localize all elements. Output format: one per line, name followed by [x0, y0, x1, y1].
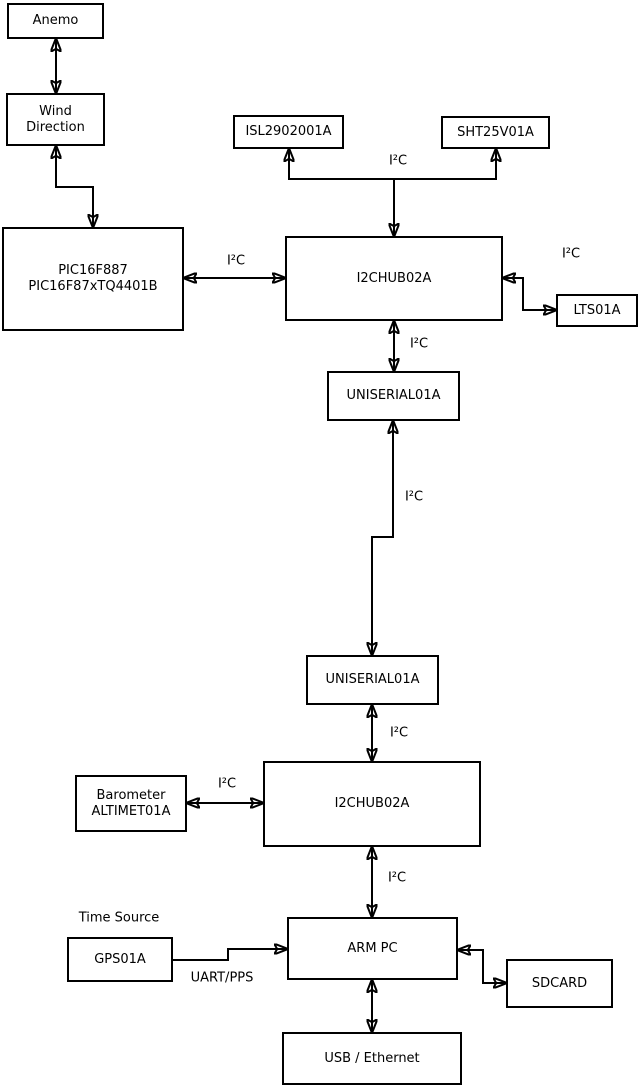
node-gps01a[interactable]: GPS01A: [67, 937, 173, 982]
edge-gps-armpc: [173, 949, 287, 961]
node-i2chub02a-bottom[interactable]: I2CHUB02A: [263, 761, 481, 847]
edge-hub1-isl: [289, 149, 394, 236]
node-isl2902001a[interactable]: ISL2902001A: [233, 115, 344, 149]
node-pic16f887-label: PIC16F887 PIC16F87xTQ4401B: [28, 263, 158, 294]
node-pic16f887[interactable]: PIC16F887 PIC16F87xTQ4401B: [2, 227, 184, 331]
node-i2chub02a-top[interactable]: I2CHUB02A: [285, 236, 503, 321]
node-anemo-label: Anemo: [32, 13, 79, 29]
edge-bus-sht: [394, 149, 496, 180]
node-i2chub02a-bottom-label: I2CHUB02A: [334, 796, 410, 812]
node-anemo[interactable]: Anemo: [7, 3, 104, 39]
node-sht25v01a-label: SHT25V01A: [457, 124, 534, 140]
edge-armpc-sdcard: [458, 950, 506, 983]
node-arm-pc-label: ARM PC: [347, 940, 398, 956]
edge-uniserial1-uniserial2: [372, 421, 393, 655]
node-usb-ethernet-label: USB / Ethernet: [324, 1050, 420, 1066]
edge-label-i2c-bus-top: I²C: [388, 153, 408, 169]
node-lts01a[interactable]: LTS01A: [556, 294, 638, 327]
edge-label-i2c-uniserial2-hub2: I²C: [389, 725, 409, 741]
node-arm-pc[interactable]: ARM PC: [287, 917, 458, 980]
edge-label-i2c-hub1-lts: I²C: [561, 246, 581, 262]
node-lts01a-label: LTS01A: [573, 302, 621, 318]
edge-label-i2c-hub2-armpc: I²C: [387, 870, 407, 886]
node-uniserial01a-upper-label: UNISERIAL01A: [346, 388, 441, 404]
node-uniserial01a-lower-label: UNISERIAL01A: [325, 672, 420, 688]
edge-label-i2c-pic-hub1: I²C: [226, 253, 246, 269]
node-usb-ethernet[interactable]: USB / Ethernet: [282, 1032, 462, 1085]
edge-wind-pic: [56, 146, 93, 227]
node-uniserial01a-lower[interactable]: UNISERIAL01A: [306, 655, 439, 705]
node-uniserial01a-upper[interactable]: UNISERIAL01A: [327, 371, 460, 421]
node-gps01a-label: GPS01A: [94, 951, 146, 967]
node-wind-direction-label: Wind Direction: [26, 103, 85, 135]
edge-label-i2c-uniserial-link: I²C: [404, 489, 424, 505]
node-wind-direction[interactable]: Wind Direction: [6, 93, 105, 146]
edge-label-uart-pps: UART/PPS: [190, 970, 254, 986]
edge-label-i2c-hub1-uniserial1: I²C: [409, 336, 429, 352]
edge-label-i2c-barometer-hub2: I²C: [217, 776, 237, 792]
node-sdcard[interactable]: SDCARD: [506, 959, 613, 1008]
node-i2chub02a-top-label: I2CHUB02A: [356, 270, 432, 286]
node-barometer-altimet01a-label: Barometer ALTIMET01A: [91, 787, 171, 819]
node-sdcard-label: SDCARD: [531, 975, 588, 991]
edge-hub1-lts: [503, 278, 556, 310]
edge-label-time-source: Time Source: [78, 910, 160, 926]
node-isl2902001a-label: ISL2902001A: [245, 124, 332, 140]
node-barometer-altimet01a[interactable]: Barometer ALTIMET01A: [75, 775, 187, 832]
node-sht25v01a[interactable]: SHT25V01A: [441, 116, 550, 149]
